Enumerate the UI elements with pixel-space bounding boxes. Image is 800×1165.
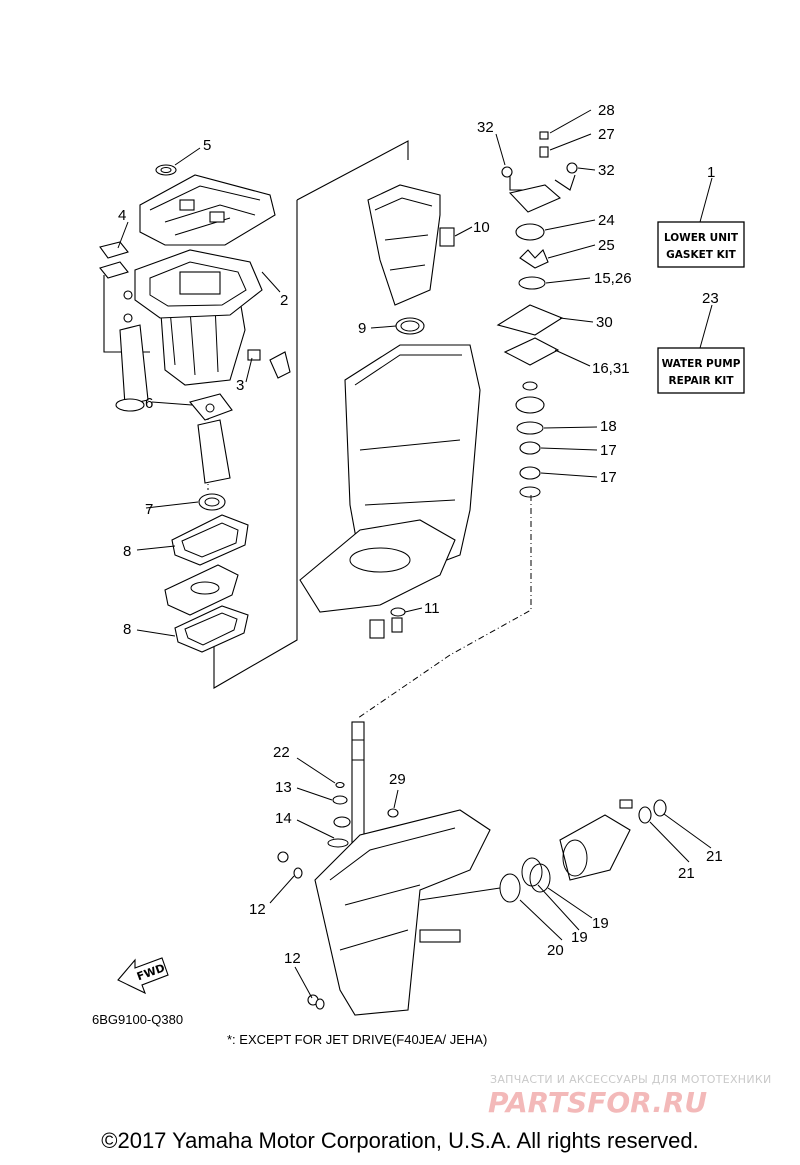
label-32-right: 32 [598,162,615,179]
bush-11 [369,607,406,639]
kit-box-lower-unit: LOWER UNIT GASKET KIT [657,221,745,268]
upper-case [299,184,481,613]
label-21-right: 21 [706,848,723,865]
label-8-upper: 8 [123,543,131,560]
label-12-upper: 12 [249,901,266,918]
drive-shaft [351,721,365,848]
kit-box-water-pump: WATER PUMP REPAIR KIT [657,347,745,394]
label-17-lower: 17 [600,469,617,486]
label-17-upper: 17 [600,442,617,459]
centerline-lower [357,654,451,719]
label-23: 23 [702,290,719,307]
label-19-right: 19 [592,915,609,932]
label-15-26: 15,26 [594,270,632,287]
label-25: 25 [598,237,615,254]
label-27: 27 [598,126,615,143]
copyright-text: ©2017 Yamaha Motor Corporation, U.S.A. A… [101,1128,699,1153]
bearing-housing [499,799,667,903]
watermark: ЗАПЧАСТИ И АКСЕССУАРЫ ДЛЯ МОТОТЕХНИКИ PA… [488,1073,772,1119]
label-5: 5 [203,137,211,154]
plug-3 [247,349,291,379]
label-28: 28 [598,102,615,119]
svg-text:REPAIR KIT: REPAIR KIT [669,375,735,387]
svg-text:LOWER UNIT: LOWER UNIT [664,232,739,244]
label-14: 14 [275,810,292,827]
label-30: 30 [596,314,613,331]
seal-small-parts [277,781,399,1010]
exhaust-plate-6 [115,324,233,484]
seal-9 [395,317,425,335]
label-3: 3 [236,377,244,394]
label-1: 1 [707,164,715,181]
svg-text:PARTSFOR.RU: PARTSFOR.RU [488,1086,707,1119]
oil-seal-5 [155,164,177,176]
water-pump-parts [496,131,578,498]
label-24: 24 [598,212,615,229]
svg-text:ЗАПЧАСТИ И АКСЕССУАРЫ ДЛЯ МОТО: ЗАПЧАСТИ И АКСЕССУАРЫ ДЛЯ МОТОТЕХНИКИ [490,1073,772,1086]
label-7: 7 [145,501,153,518]
plate-4 [99,241,133,323]
callout-labels: 1 23 5 4 2 3 6 7 8 8 9 10 11 28 27 32 32… [118,102,723,967]
assembly-bracket-main [213,200,298,689]
label-29: 29 [389,771,406,788]
exhaust-guide [164,564,239,616]
label-2: 2 [280,292,288,309]
label-21-left: 21 [678,865,695,882]
svg-text:WATER PUMP: WATER PUMP [662,358,741,370]
label-8-lower: 8 [123,621,131,638]
label-18: 18 [600,418,617,435]
label-6: 6 [145,395,153,412]
assembly-bracket-top [296,140,409,201]
label-10: 10 [473,219,490,236]
label-4: 4 [118,207,126,224]
label-12-lower: 12 [284,950,301,967]
note-text: *: EXCEPT FOR JET DRIVE(F40JEA/ JEHA) [227,1032,487,1047]
gasket-8-lower [174,605,249,653]
label-11: 11 [424,600,440,617]
svg-text:GASKET KIT: GASKET KIT [666,249,736,261]
gasket-2 [134,249,263,319]
label-13: 13 [275,779,292,796]
oil-seal-7 [198,493,226,511]
label-32-left: 32 [477,119,494,136]
label-16-31: 16,31 [592,360,630,377]
leader-lines [117,109,713,999]
label-9: 9 [358,320,366,337]
lower-case [314,809,491,1016]
gasket-8-upper [171,514,249,566]
label-19-left: 19 [571,929,588,946]
label-20: 20 [547,942,564,959]
fwd-arrow-icon: FWD [117,957,169,995]
diagram-code: 6BG9100-Q380 [92,1012,183,1027]
label-22: 22 [273,744,290,761]
